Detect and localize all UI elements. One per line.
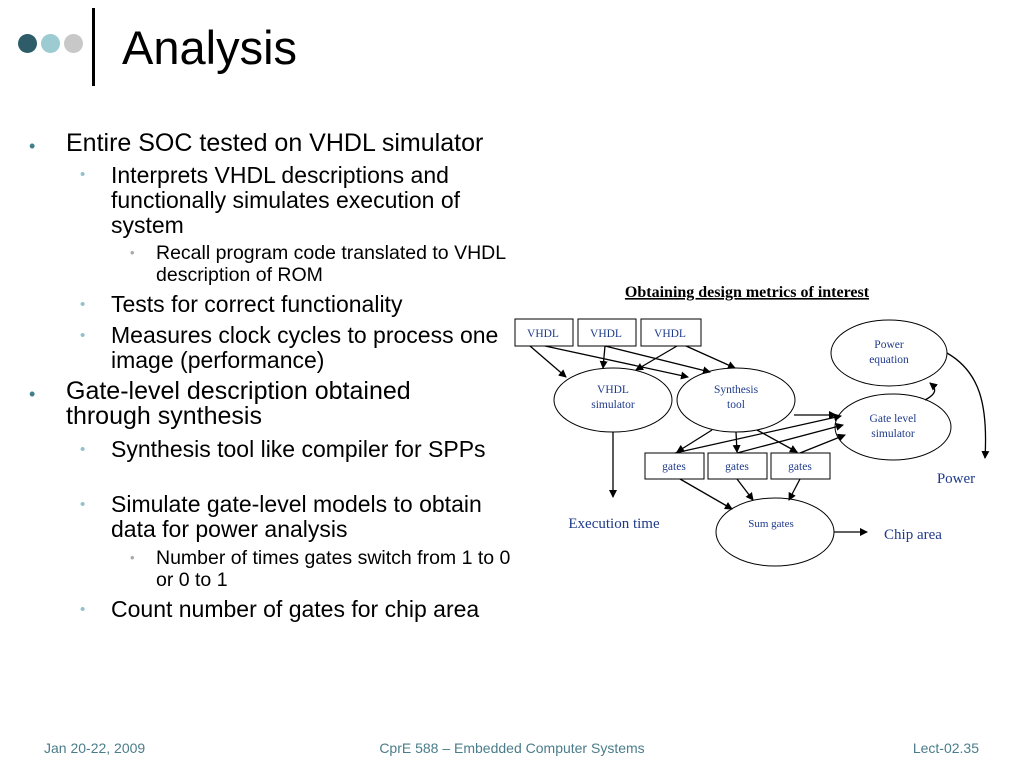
arrow bbox=[924, 382, 938, 401]
gates-box bbox=[707, 452, 768, 480]
bullet-level3: Number of times gates switch from 1 to 0… bbox=[156, 547, 511, 591]
arrow bbox=[599, 345, 608, 369]
bullet-level2: Simulate gate-level models to obtain dat… bbox=[111, 491, 482, 542]
bullet-level2: Synthesis tool like compiler for SPPs bbox=[111, 436, 486, 462]
title-divider bbox=[92, 8, 95, 86]
gates-box bbox=[644, 452, 705, 480]
arrow bbox=[736, 422, 844, 454]
power-equation-node bbox=[830, 319, 948, 387]
arrow bbox=[679, 478, 733, 510]
footer-lecture: Lect-02.35 bbox=[912, 740, 979, 756]
vhdl-label: VHDL bbox=[590, 328, 622, 340]
arrow bbox=[676, 429, 713, 453]
bullet-marker: • bbox=[29, 384, 36, 404]
arrow bbox=[946, 352, 990, 459]
bullet-marker: • bbox=[80, 601, 86, 618]
diagram-title: Obtaining design metrics of interest bbox=[625, 284, 870, 301]
arrow bbox=[674, 413, 842, 454]
bullet-level2: Interprets VHDL descriptions and functio… bbox=[111, 162, 461, 238]
gates-label: gates bbox=[662, 461, 686, 473]
bullet-marker: • bbox=[80, 166, 86, 183]
arrow bbox=[736, 478, 754, 501]
footer-date: Jan 20-22, 2009 bbox=[44, 740, 146, 756]
gates-label: gates bbox=[788, 461, 812, 473]
bullet-level1: Gate-level description obtained through … bbox=[66, 377, 411, 430]
bullet-level3: Recall program code translated to VHDL d… bbox=[156, 242, 506, 286]
bullet-level2: Tests for correct functionality bbox=[111, 291, 403, 317]
decoration-dot-light bbox=[41, 34, 60, 53]
vhdl-box bbox=[577, 318, 637, 347]
gate-level-simulator-node bbox=[834, 393, 952, 461]
synthesis-tool-label: Synthesis bbox=[714, 384, 759, 396]
power-equation-label: Power bbox=[874, 339, 904, 351]
title-decoration bbox=[18, 34, 88, 54]
execution-time-label: Execution time bbox=[568, 516, 660, 532]
slide-title: Analysis bbox=[122, 21, 298, 74]
footer-course: CprE 588 – Embedded Computer Systems bbox=[379, 740, 645, 756]
arrow bbox=[685, 345, 736, 369]
gate-level-simulator-label: Gate level bbox=[870, 413, 917, 425]
arrow bbox=[799, 433, 846, 454]
vhdl-box bbox=[640, 318, 702, 347]
vhdl-simulator-label: simulator bbox=[591, 399, 635, 411]
gates-label: gates bbox=[725, 461, 749, 473]
bullet-level2: Measures clock cycles to process one ima… bbox=[111, 322, 499, 373]
bullet-marker: • bbox=[29, 136, 36, 156]
power-label: Power bbox=[937, 471, 975, 487]
bullet-marker: • bbox=[130, 550, 135, 565]
sum-gates-node bbox=[715, 497, 835, 567]
bullet-marker: • bbox=[80, 296, 86, 313]
bullet-marker: • bbox=[80, 327, 86, 344]
vhdl-simulator-label: VHDL bbox=[597, 384, 629, 396]
bullet-level1: Entire SOC tested on VHDL simulator bbox=[66, 129, 484, 157]
gate-level-simulator-label: simulator bbox=[871, 428, 915, 440]
decoration-dot-dark bbox=[18, 34, 37, 53]
arrow bbox=[788, 478, 801, 501]
synthesis-tool-label: tool bbox=[727, 399, 745, 411]
arrow bbox=[544, 345, 689, 380]
sum-gates-label: Sum gates bbox=[748, 518, 794, 530]
vhdl-box bbox=[514, 318, 574, 347]
bullet-level2: Count number of gates for chip area bbox=[111, 596, 480, 622]
vhdl-label: VHDL bbox=[654, 328, 686, 340]
diagram-connectors bbox=[529, 345, 990, 536]
decoration-dot-gray bbox=[64, 34, 83, 53]
arrow bbox=[732, 431, 741, 453]
chip-area-label: Chip area bbox=[884, 527, 942, 543]
arrow bbox=[529, 345, 567, 378]
power-equation-label: equation bbox=[869, 354, 909, 366]
arrow bbox=[635, 345, 678, 371]
vhdl-label: VHDL bbox=[527, 328, 559, 340]
arrow bbox=[604, 345, 711, 375]
bullet-marker: • bbox=[80, 496, 86, 513]
bullet-marker: • bbox=[80, 441, 86, 458]
bullet-marker: • bbox=[130, 245, 135, 260]
